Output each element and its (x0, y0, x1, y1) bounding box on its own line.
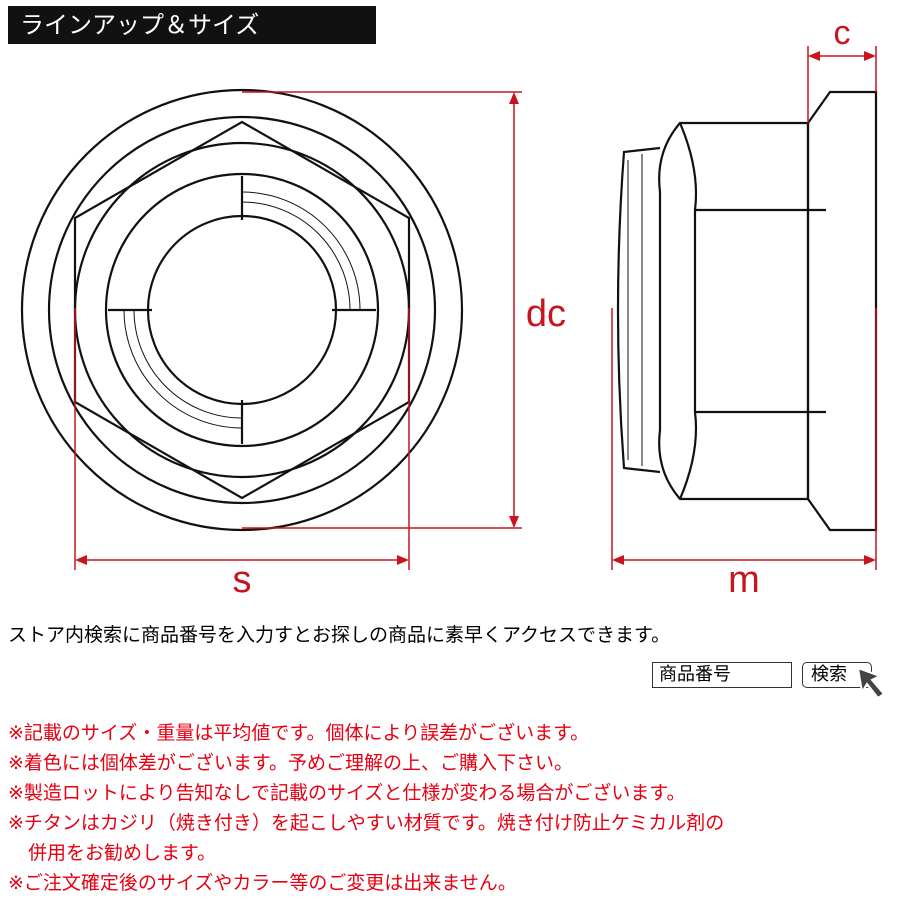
nut-front-view (20, 88, 464, 532)
thread-ring-bottom-left (133, 309, 243, 419)
m-arrow-right (864, 555, 876, 565)
note-item: ※チタンはカジリ（焼き付き）を起こしやすい材質です。焼き付け防止ケミカル剤の (8, 812, 725, 834)
hex-body-side-outline (658, 121, 810, 501)
thread-ring-bottom-left-outer (123, 309, 243, 429)
c-arrow-left (808, 51, 820, 61)
section-header: ラインアップ＆サイズ (8, 6, 376, 44)
insert-outer-circle (104, 172, 380, 448)
c-arrow-right (864, 51, 876, 61)
m-arrow-left (612, 555, 624, 565)
dimension-label-m: m (728, 559, 760, 601)
note-item: ※ご注文確定後のサイズやカラー等のご変更は出来ません。 (8, 872, 517, 894)
dimension-label-c: c (834, 14, 851, 52)
bore-circle (146, 214, 338, 406)
note-item: ※着色には個体差がございます。予めご理解の上、ご購入下さい。 (8, 752, 574, 774)
s-arrow-left (75, 555, 87, 565)
flange-outer-circle (20, 88, 464, 532)
note-item: ※製造ロットにより告知なしで記載のサイズと仕様が変わる場合がございます。 (8, 782, 686, 804)
nut-side-view (616, 90, 878, 532)
thread-ring-top-right-outer (241, 191, 361, 311)
notes-list: ※記載のサイズ・重量は平均値です。個体により誤差がございます。 ※着色には個体差… (8, 718, 724, 898)
thread-ring-top-right (241, 201, 351, 311)
dc-arrow-top (509, 92, 519, 104)
insert-collar-outline (616, 146, 661, 474)
dimension-label-s: s (233, 559, 252, 601)
hex-edge-curve (678, 122, 698, 500)
note-item: ※記載のサイズ・重量は平均値です。個体により誤差がございます。 (8, 722, 590, 744)
note-item-continuation: 併用をお勧めします。 (28, 842, 217, 864)
pointer-cursor-icon (856, 666, 886, 700)
flange-side-outline (806, 90, 878, 532)
dimension-label-dc: dc (526, 293, 566, 335)
store-search-intro: ストア内検索に商品番号を入力すとお探しの商品に素早くアクセスできます。 (8, 624, 671, 646)
hex-outline (73, 120, 411, 500)
flange-inner-circle (47, 115, 437, 505)
dc-arrow-bottom (509, 516, 519, 528)
dimension-lines (74, 46, 877, 570)
section-title: ラインアップ＆サイズ (20, 11, 260, 39)
product-number-field[interactable]: 商品番号 (652, 662, 792, 688)
nut-dimension-diagram: c dc s m (20, 14, 878, 601)
s-arrow-right (397, 555, 409, 565)
